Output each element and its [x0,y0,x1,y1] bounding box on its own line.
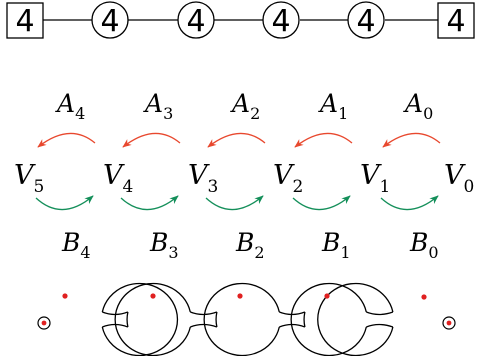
puncture-dot [150,293,155,298]
sphere-outline [318,284,393,356]
puncture-dot [421,294,426,299]
bottom-map-arrow [381,196,438,210]
top-map-arrow [123,133,180,147]
neck-lower [366,325,393,328]
top-map-arrow [383,133,440,147]
quiver-row: 4 4 4 4 4 4 [7,2,474,39]
end-marker-dot [447,321,452,326]
sphere-outline [102,284,177,356]
maps-row: V5 V4 V3 V2 V1 V0 A4 A3 A2 A1 A0 B4 B3 B… [14,89,474,262]
top-map-label: A3 [143,89,173,123]
quiver-node-label: 4 [271,4,290,39]
quiver-node-label: 4 [186,4,205,39]
quiver-node-label: 4 [446,4,465,39]
puncture-dot [324,293,329,298]
bottom-map-label: B0 [409,228,439,262]
bottom-map-label: B4 [61,228,91,262]
bottom-map-label: B3 [149,228,179,262]
top-map-label: A2 [230,89,260,123]
end-marker-dot [42,321,47,326]
neck-upper [366,312,393,315]
puncture-dot [237,293,242,298]
vertex-label: V5 [14,160,44,197]
vertex-label: V0 [444,160,474,197]
bottom-map-arrow [293,196,350,210]
vertex-label: V4 [103,160,133,197]
neck-upper [190,312,217,315]
bottom-map-label: B1 [321,228,351,262]
bottom-map-arrow [121,196,178,210]
bottom-map-arrow [36,196,93,210]
vertex-label: V1 [360,160,390,197]
neck-lower [190,325,217,328]
top-map-label: A0 [403,89,433,123]
top-map-arrow [295,133,352,147]
top-map-arrow [38,133,95,147]
bottom-map-label: B2 [235,228,265,262]
quiver-node-label: 4 [15,4,34,39]
puncture-dot [62,293,67,298]
top-map-label: A1 [318,89,348,123]
quiver-node-label: 4 [100,4,119,39]
vertex-label: V3 [188,160,218,197]
top-map-arrow [208,133,265,147]
top-map-label: A4 [55,89,85,123]
bottom-map-arrow [206,196,263,210]
vertex-label: V2 [273,160,303,197]
quiver-node-label: 4 [356,4,375,39]
brane-picture [102,284,393,356]
